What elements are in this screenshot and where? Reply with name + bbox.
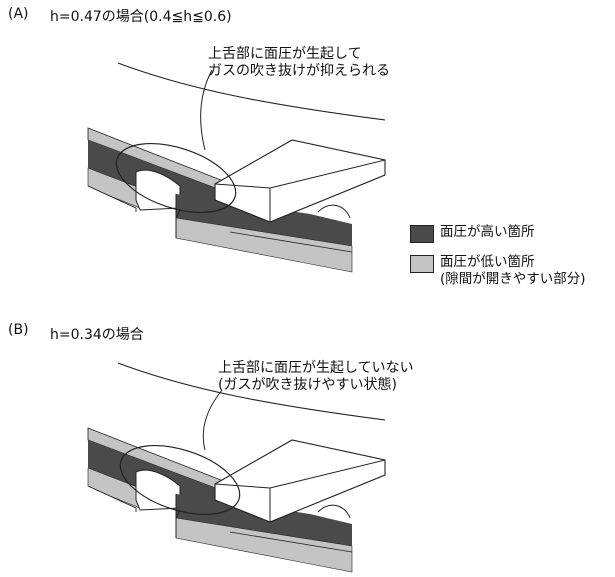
- section-b-title: h=0.34の場合: [50, 327, 144, 343]
- legend-low-label-line-1: 面圧が低い箇所: [440, 254, 535, 270]
- legend-low-label-line-2: (隙間が開きやすい部分): [440, 271, 586, 287]
- section-a-note-line-2: ガスの吹き抜けが抑えられる: [208, 63, 390, 79]
- legend-low-label: 面圧が低い箇所 (隙間が開きやすい部分): [440, 254, 586, 288]
- section-b-note-line-1: 上舌部に面圧が生起していない: [218, 360, 414, 376]
- section-a-title: h=0.47の場合(0.4≦h≦0.6): [50, 9, 232, 25]
- section-a-note: 上舌部に面圧が生起して ガスの吹き抜けが抑えられる: [208, 46, 390, 80]
- section-b-diagram: [87, 362, 386, 573]
- legend-low-swatch: [410, 255, 434, 273]
- section-a-diagram: [87, 62, 386, 273]
- section-a-note-line-1: 上舌部に面圧が生起して: [208, 46, 362, 62]
- section-b-note-line-2: (ガスが吹き抜けやすい状態): [218, 377, 397, 393]
- section-a-label: (A): [8, 6, 29, 22]
- legend-high-swatch: [410, 225, 434, 243]
- section-b-note: 上舌部に面圧が生起していない (ガスが吹き抜けやすい状態): [218, 360, 414, 394]
- legend-high-label: 面圧が高い箇所: [440, 224, 535, 240]
- section-b-label: (B): [8, 322, 29, 338]
